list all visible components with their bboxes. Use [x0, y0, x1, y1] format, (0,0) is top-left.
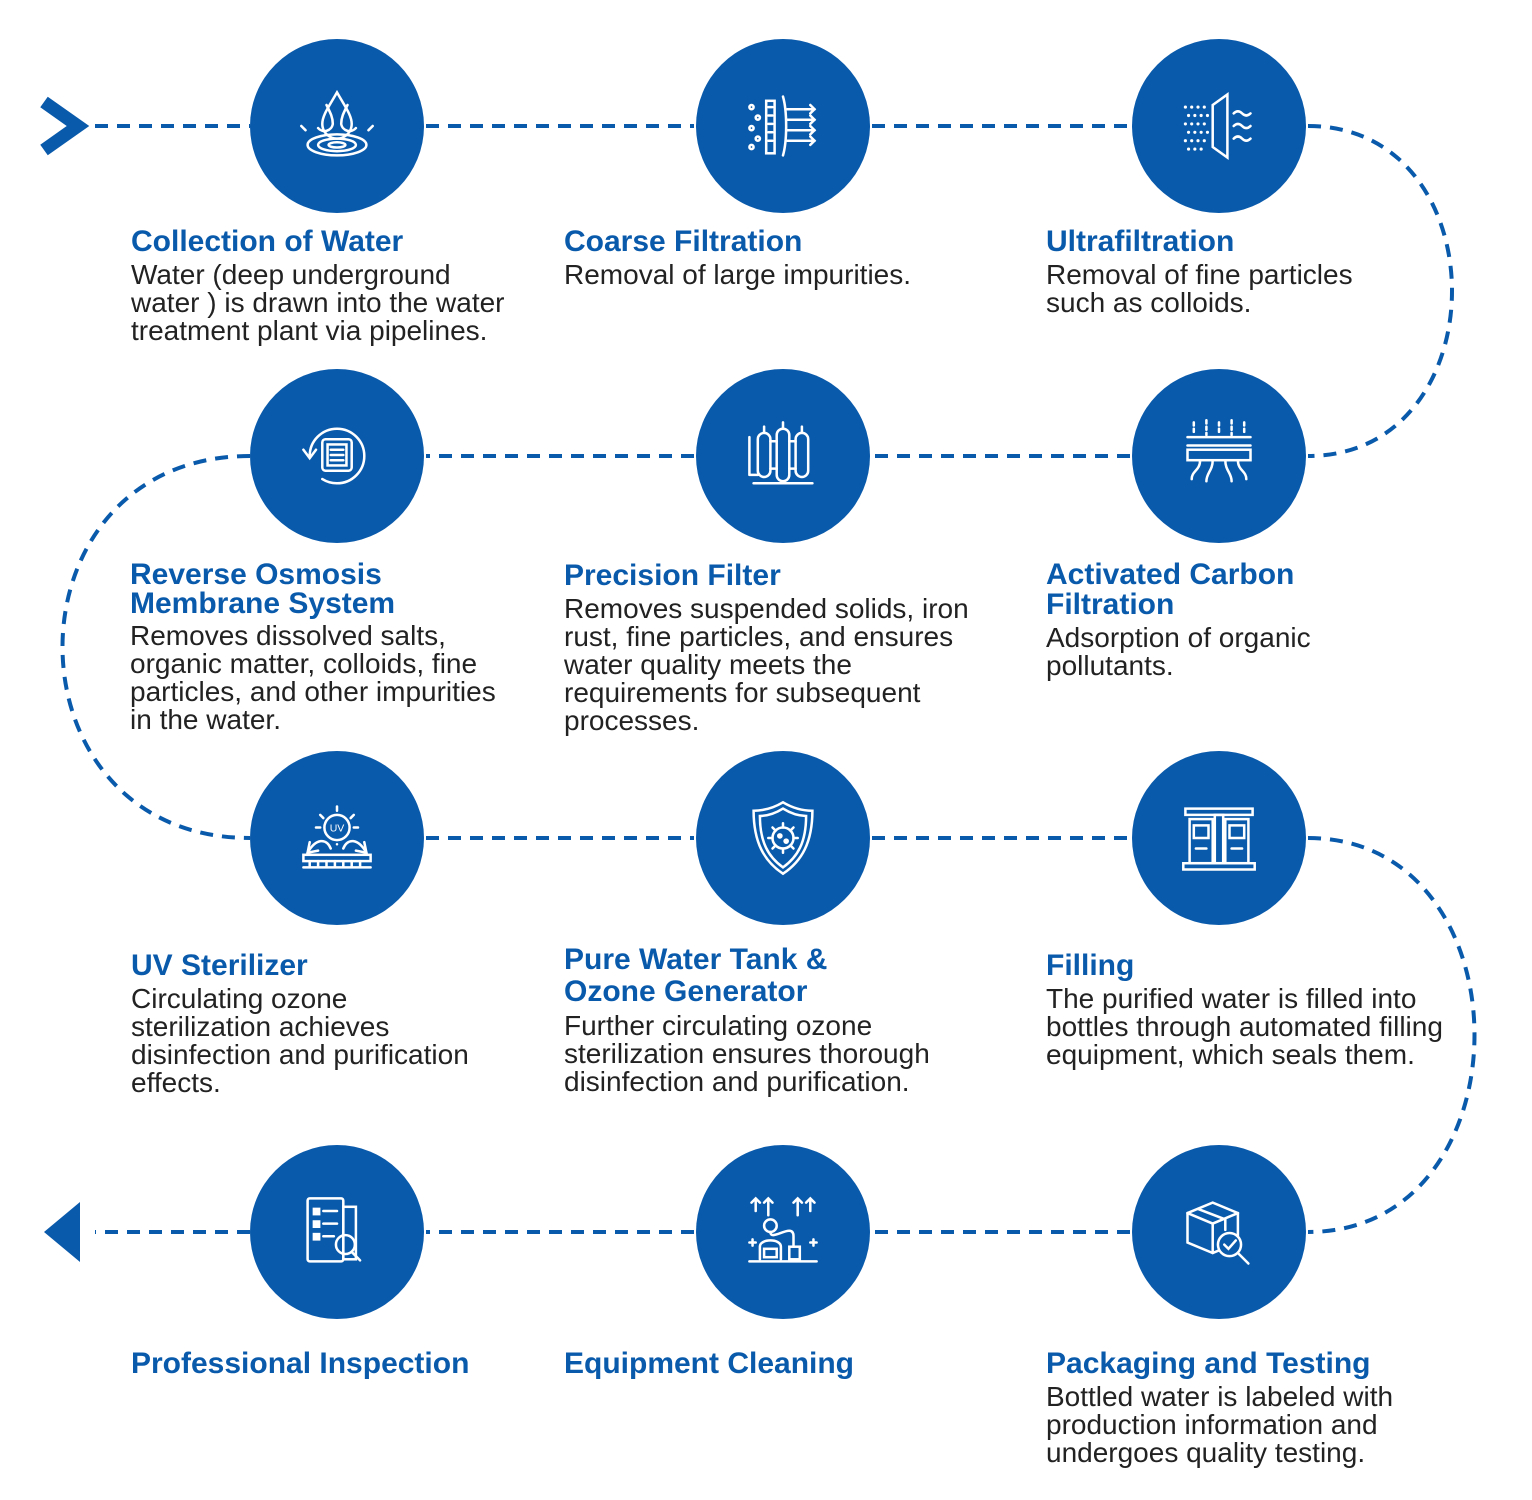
document-inspect-icon — [306, 1197, 362, 1263]
step-title: Filling — [1046, 949, 1135, 982]
coarse-filter-icon — [748, 95, 817, 157]
step-description: Adsorption of organic pollutants. — [1046, 622, 1311, 681]
step-title: Equipment Cleaning — [564, 1347, 855, 1380]
uv-sterilizer-icon: UV — [302, 805, 372, 869]
step-description: The purified water is filled into bottle… — [1046, 983, 1443, 1070]
water-drop-icon — [300, 89, 374, 157]
step-label: UV Sterilizer Circulating ozone steriliz… — [131, 950, 531, 1097]
step-title: Professional Inspection — [131, 1347, 470, 1380]
step-label: Coarse Filtration Removal of large impur… — [564, 226, 964, 289]
coarse-filtration-node — [696, 39, 870, 213]
equipment-cleaning-node — [696, 1145, 870, 1319]
svg-text:UV: UV — [330, 823, 345, 835]
step-title: Activated Carbon Filtration — [1046, 558, 1295, 621]
collection-of-water-node — [250, 39, 424, 213]
ultrafiltration-icon — [1183, 92, 1252, 160]
package-inspect-icon — [1186, 1201, 1250, 1265]
professional-inspection-node — [250, 1145, 424, 1319]
reverse-osmosis-node — [250, 369, 424, 543]
packaging-testing-node — [1132, 1145, 1306, 1319]
step-description: Removal of large impurities. — [564, 259, 912, 290]
step-label: Precision Filter Removes suspended solid… — [564, 559, 969, 735]
step-label: Packaging and Testing Bottled water is l… — [1046, 1348, 1446, 1467]
step-description: Further circulating ozone sterilization … — [564, 1010, 930, 1097]
filling-node — [1132, 751, 1306, 925]
step-description: Water (deep underground water ) is drawn… — [131, 259, 505, 346]
step-title: Ultrafiltration — [1046, 225, 1235, 258]
step-title: Coarse Filtration — [564, 225, 803, 258]
step-title: Collection of Water — [131, 225, 404, 258]
precision-filter-node — [696, 369, 870, 543]
precision-filter-icon — [748, 421, 814, 485]
start-arrow-icon — [40, 96, 90, 156]
step-title: UV Sterilizer — [131, 949, 308, 982]
step-description: Removes suspended solids, iron rust, fin… — [564, 593, 969, 736]
uv-sterilizer-node: UV — [250, 751, 424, 925]
step-label: Equipment Cleaning — [564, 1348, 964, 1383]
carbon-filter-icon — [1186, 419, 1252, 483]
step-label: Ultrafiltration Removal of fine particle… — [1046, 226, 1446, 317]
step-label: Reverse Osmosis Membrane System Removes … — [130, 560, 530, 734]
step-label: Activated Carbon Filtration Adsorption o… — [1046, 560, 1446, 680]
ultrafiltration-node — [1132, 39, 1306, 213]
step-description: Removal of fine particles such as colloi… — [1046, 259, 1353, 318]
cleaning-equipment-icon — [748, 1196, 818, 1263]
step-label: Collection of Water Water (deep undergro… — [131, 226, 531, 345]
step-title: Packaging and Testing — [1046, 1347, 1371, 1380]
pure-water-tank-node — [696, 751, 870, 925]
step-description: Circulating ozone sterilization achieves… — [131, 983, 469, 1098]
reverse-osmosis-icon — [302, 427, 366, 485]
activated-carbon-node — [1132, 369, 1306, 543]
end-arrow-icon — [44, 1202, 80, 1262]
filling-machine-icon — [1182, 807, 1256, 871]
step-title: Reverse Osmosis Membrane System — [130, 558, 396, 620]
step-description: Bottled water is labeled with production… — [1046, 1381, 1394, 1468]
shield-virus-icon — [752, 800, 814, 876]
step-label: Filling The purified water is filled int… — [1046, 950, 1446, 1069]
step-label: Pure Water Tank & Ozone Generator Furthe… — [564, 944, 964, 1096]
step-title: Pure Water Tank & Ozone Generator — [564, 943, 828, 1008]
step-label: Professional Inspection — [131, 1348, 531, 1383]
step-description: Removes dissolved salts, organic matter,… — [130, 620, 496, 735]
step-title: Precision Filter — [564, 559, 781, 592]
